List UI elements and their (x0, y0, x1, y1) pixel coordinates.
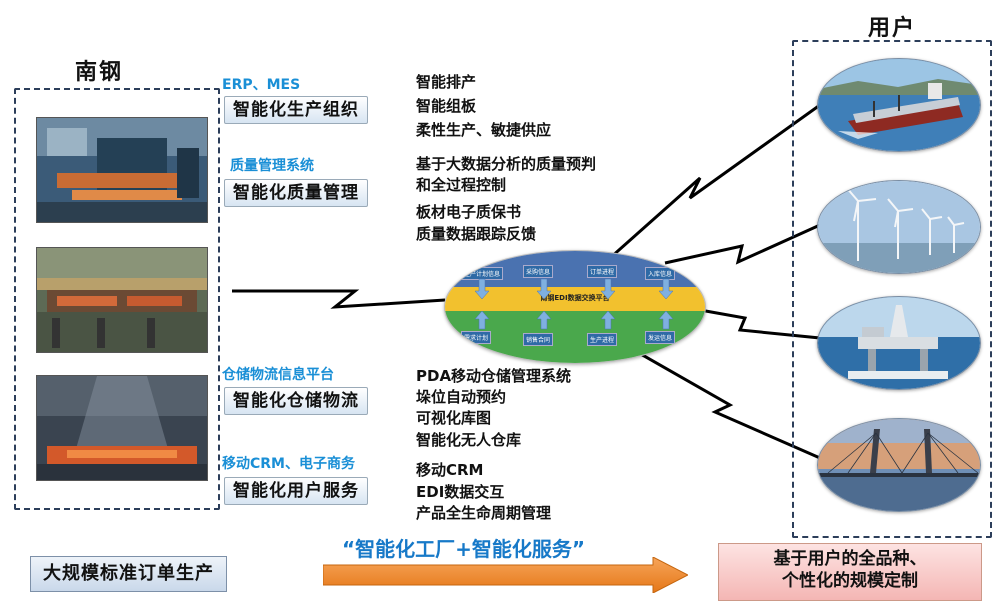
feature-mobile-crm: 移动CRM (416, 461, 484, 479)
edi-platform-bolt (699, 308, 821, 340)
user-wind-turbines-image (817, 180, 981, 274)
system-warehouse-logistics: 仓储物流信息平台 (222, 367, 334, 383)
feature-smart-slab-grouping: 智能组板 (416, 97, 477, 115)
category-warehouse-logistics: 智能化仓储物流 (224, 387, 368, 415)
category-quality-management: 智能化质量管理 (224, 179, 368, 207)
edi-ship-bolt (609, 103, 821, 260)
edi-node-bottom-2: 销售合同 (523, 333, 554, 346)
transition-arrow (323, 557, 688, 593)
category-production-organization: 智能化生产组织 (224, 96, 368, 124)
right-banner-line-2: 个性化的规模定制 (782, 571, 918, 591)
feature-e-certificate: 板材电子质保书 (416, 203, 522, 221)
feature-pda-warehouse: PDA移动仓储管理系统 (416, 367, 572, 385)
feature-full-process-control: 和全过程控制 (416, 176, 507, 194)
edi-node-bottom-4: 发运信息 (645, 331, 676, 344)
right-banner-line-1: 基于用户的全品种、 (773, 549, 927, 569)
slogan-text: “智能化工厂+智能化服务” (342, 537, 586, 561)
feature-slot-reservation: 垛位自动预约 (416, 388, 507, 406)
factory-edi-bolt (232, 289, 446, 309)
feature-smart-scheduling: 智能排产 (416, 73, 477, 91)
users-box (792, 40, 992, 538)
system-quality-management: 质量管理系统 (230, 158, 314, 174)
feature-lifecycle-management: 产品全生命周期管理 (416, 504, 552, 522)
user-offshore-platform-image (817, 296, 981, 390)
factory-photo-rolling-mill (36, 117, 208, 223)
edi-node-top-2: 采购信息 (523, 265, 554, 278)
system-mobile-crm-ecommerce: 移动CRM、电子商务 (222, 456, 355, 472)
user-bridge-image (817, 418, 981, 512)
feature-flexible-production: 柔性生产、敏捷供应 (416, 121, 552, 139)
edi-node-top-3: 订单进程 (587, 265, 618, 278)
users-title: 用户 (868, 16, 917, 41)
nangang-title: 南钢 (75, 60, 124, 85)
edi-node-top-4: 入库信息 (645, 267, 676, 280)
edi-platform-diagram: 生产计划信息 采购信息 订单进程 入库信息 南钢EDI数据交换平台 需求计划 销… (444, 250, 706, 364)
large-scale-standard-production-banner: 大规模标准订单生产 (30, 556, 227, 592)
factory-photo-production-line (36, 247, 208, 353)
feature-edi-exchange: EDI数据交互 (416, 483, 505, 501)
feature-visual-inventory-map: 可视化库图 (416, 409, 492, 427)
feature-quality-tracking: 质量数据跟踪反馈 (416, 225, 537, 243)
feature-big-data-quality: 基于大数据分析的质量预判 (416, 155, 597, 173)
edi-node-bottom-3: 生产进程 (587, 333, 618, 346)
factory-photo-steel-plate (36, 375, 208, 481)
personalized-customization-banner: 基于用户的全品种、 个性化的规模定制 (718, 543, 982, 601)
nangang-box (14, 88, 220, 510)
edi-bridge-bolt (624, 343, 821, 460)
edi-arrows (474, 278, 674, 330)
edi-center-label: 南钢EDI数据交换平台 (540, 294, 610, 302)
user-ship-image (817, 58, 981, 152)
edi-node-bottom-1: 需求计划 (461, 331, 492, 344)
category-customer-service: 智能化用户服务 (224, 477, 368, 505)
system-erp-mes: ERP、MES (222, 77, 301, 93)
feature-unmanned-warehouse: 智能化无人仓库 (416, 431, 522, 449)
